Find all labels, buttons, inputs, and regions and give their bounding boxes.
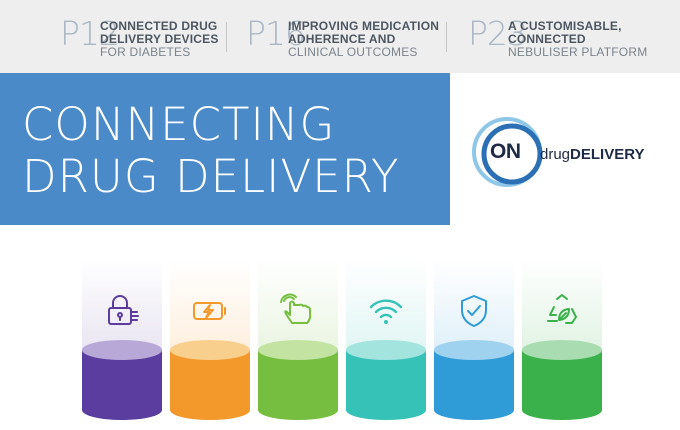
cylinder-power bbox=[170, 260, 250, 425]
title-line: CONNECTING bbox=[22, 98, 336, 151]
cylinder-body bbox=[522, 340, 602, 420]
contents-title-line: CONNECTED DRUG bbox=[100, 19, 218, 33]
title-line: DRUG DELIVERY bbox=[22, 150, 400, 203]
shield-check-icon bbox=[461, 295, 487, 327]
cylinder-touch bbox=[258, 260, 338, 425]
divider bbox=[446, 22, 447, 52]
cylinder-body bbox=[258, 340, 338, 420]
recycle-leaf-icon bbox=[547, 294, 577, 324]
feature-cylinders bbox=[0, 260, 680, 430]
logo-brand-prefix: drug bbox=[540, 146, 571, 163]
contents-subtitle-line: FOR DIABETES bbox=[100, 45, 191, 59]
contents-item-text: CONNECTED DRUG DELIVERY DEVICES FOR DIAB… bbox=[100, 20, 219, 59]
contents-bar: P12 CONNECTED DRUG DELIVERY DEVICES FOR … bbox=[0, 0, 680, 73]
logo-brand-text: drugDELIVERY bbox=[540, 146, 645, 163]
contents-item-text: A CUSTOMISABLE, CONNECTED NEBULISER PLAT… bbox=[508, 20, 647, 59]
page-number: P16 bbox=[246, 14, 306, 53]
cylinder-connectivity bbox=[346, 260, 426, 425]
battery-bolt-icon bbox=[193, 302, 226, 320]
padlock-circuit-icon bbox=[108, 295, 139, 325]
page-title: CONNECTING DRUG DELIVERY bbox=[22, 99, 400, 203]
contents-title-line: ADHERENCE AND bbox=[288, 32, 396, 46]
page-number: P23 bbox=[468, 14, 528, 53]
divider bbox=[226, 22, 227, 52]
contents-title-line: DELIVERY DEVICES bbox=[100, 32, 219, 46]
contents-item-text: IMPROVING MEDICATION ADHERENCE AND CLINI… bbox=[288, 20, 439, 59]
cylinder-protection bbox=[434, 260, 514, 425]
on-drug-delivery-logo[interactable]: ON drugDELIVERY bbox=[470, 114, 670, 194]
contents-title-line: IMPROVING MEDICATION bbox=[288, 19, 440, 33]
contents-subtitle-line: CLINICAL OUTCOMES bbox=[288, 45, 418, 59]
wifi-icon bbox=[369, 299, 403, 324]
cylinder-sustainability bbox=[522, 260, 602, 425]
cylinder-body bbox=[346, 340, 426, 420]
title-banner: CONNECTING DRUG DELIVERY bbox=[0, 73, 450, 225]
contents-title-line: CONNECTED bbox=[508, 32, 586, 46]
cylinder-security bbox=[82, 260, 162, 425]
logo-on-text: ON bbox=[490, 140, 521, 163]
contents-subtitle-line: NEBULISER PLATFORM bbox=[508, 45, 648, 59]
logo-rings-icon bbox=[472, 117, 543, 187]
cylinder-body bbox=[82, 340, 162, 420]
cylinder-body bbox=[170, 340, 250, 420]
touch-hand-icon bbox=[280, 293, 312, 324]
cylinder-body bbox=[434, 340, 514, 420]
contents-title-line: A CUSTOMISABLE, bbox=[508, 19, 622, 33]
logo-brand-suffix: DELIVERY bbox=[570, 146, 645, 163]
page-number: P12 bbox=[60, 14, 120, 53]
